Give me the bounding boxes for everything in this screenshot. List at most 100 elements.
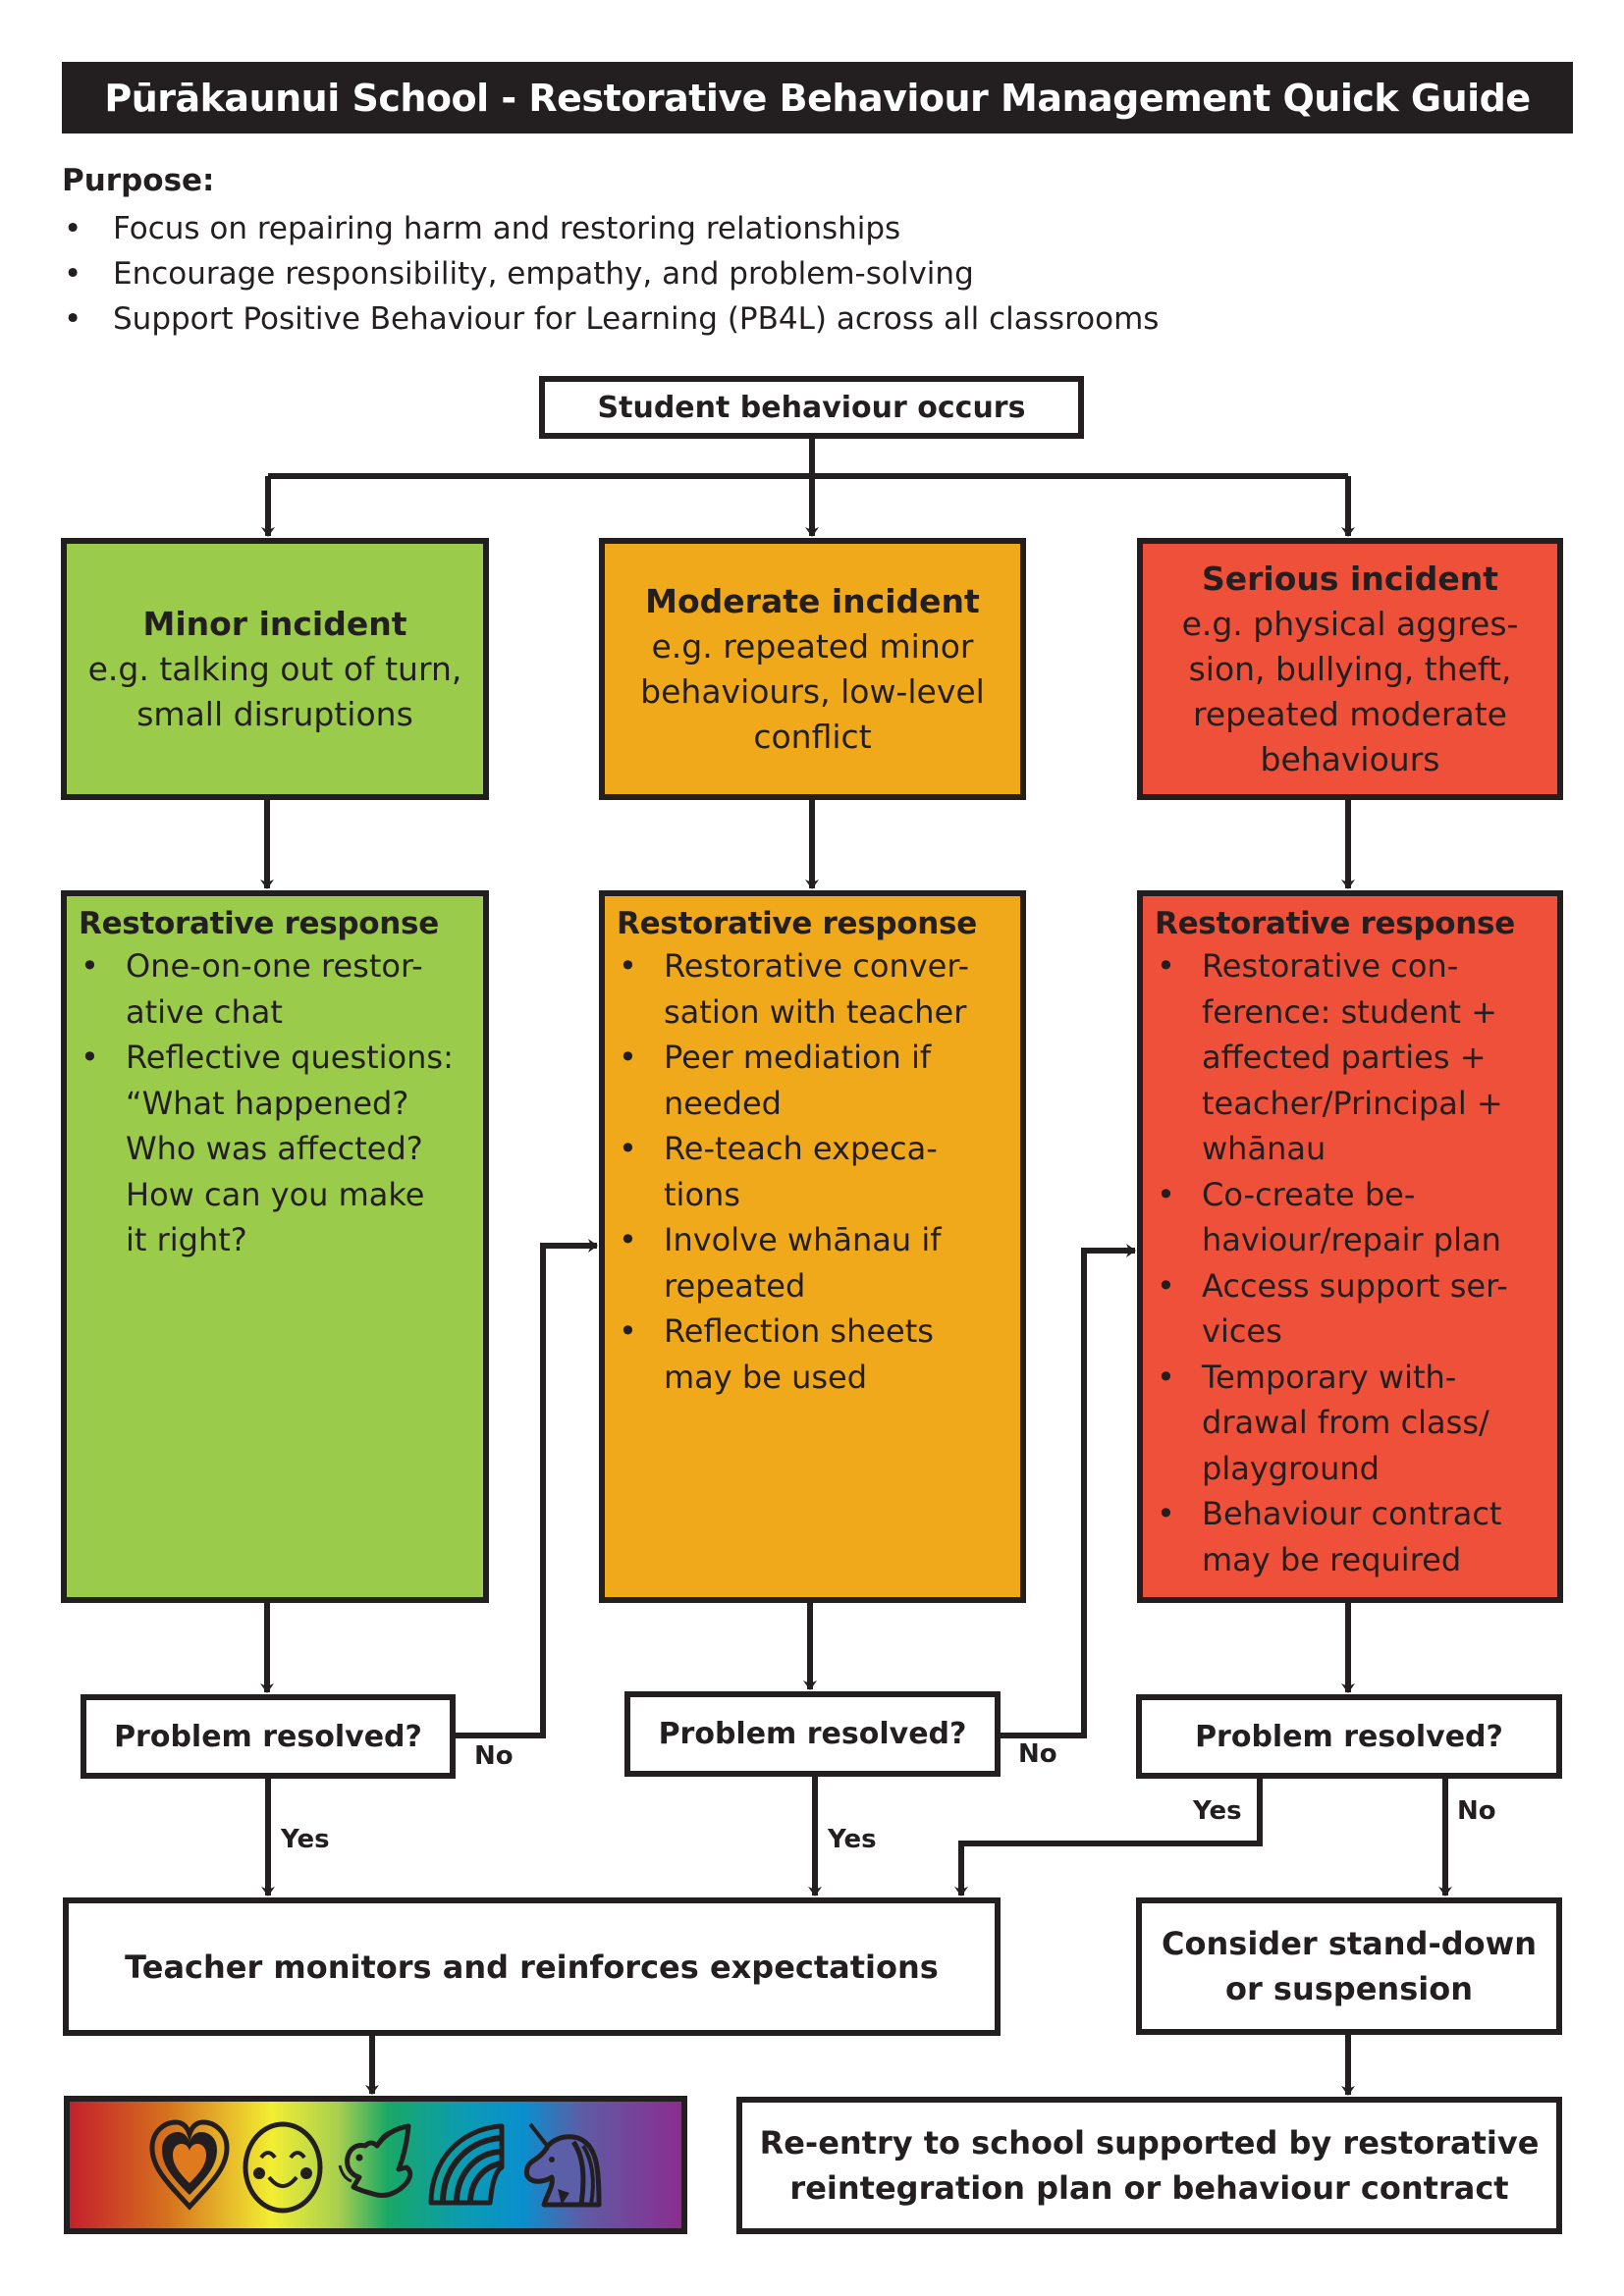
response-item: Co-create be- haviour/repair plan <box>1155 1172 1547 1263</box>
teacher-monitors-node: Teacher monitors and reinforces expectat… <box>63 1897 1001 2036</box>
response-item: Involve whānau if repeated <box>617 1217 1010 1308</box>
teacher-monitors-label: Teacher monitors and reinforces expectat… <box>125 1948 939 1986</box>
moderate-yes-label: Yes <box>828 1825 877 1854</box>
response-line: may be used <box>664 1358 868 1396</box>
response-line: Co-create be- <box>1202 1175 1416 1213</box>
response-list: One-on-one restor- ative chat Reflective… <box>79 943 473 1263</box>
response-item: Re-teach expeca- tions <box>617 1126 1010 1217</box>
serious-response-node: Restorative response Restorative con- fe… <box>1137 890 1563 1603</box>
response-line: ative chat <box>126 992 283 1031</box>
decision-label: Problem resolved? <box>658 1717 967 1751</box>
decision-label: Problem resolved? <box>114 1719 422 1754</box>
response-line: may be required <box>1202 1540 1462 1578</box>
rainbow-icon-banner <box>64 2096 687 2234</box>
response-item: Behaviour contract may be required <box>1155 1491 1547 1582</box>
response-item: Restorative conver- sation with teacher <box>617 943 1010 1035</box>
response-line: Who was affected? <box>126 1130 423 1167</box>
incident-example-line: e.g. talking out of turn, <box>87 649 462 688</box>
response-line: ference: student + <box>1202 992 1497 1031</box>
response-heading: Restorative response <box>79 906 439 941</box>
decision-label: Problem resolved? <box>1195 1719 1503 1754</box>
response-list: Restorative conver- sation with teacher … <box>617 943 1010 1400</box>
purpose-heading: Purpose: <box>62 163 215 198</box>
response-item: One-on-one restor- ative chat <box>79 943 473 1035</box>
incident-example-line: repeated moderate <box>1193 694 1507 733</box>
incident-example-line: small disruptions <box>136 694 413 733</box>
serious-yes-label: Yes <box>1193 1796 1242 1826</box>
response-line: Peer mediation if <box>664 1039 932 1076</box>
response-line: repeated <box>664 1266 806 1305</box>
minor-incident-node: Minor incident e.g. talking out of turn,… <box>61 538 489 800</box>
response-line: Involve whānau if <box>664 1221 942 1258</box>
response-line: it right? <box>126 1221 247 1258</box>
incident-name: Minor incident <box>142 604 407 643</box>
response-line: vices <box>1202 1312 1282 1350</box>
moderate-incident-node: Moderate incident e.g. repeated minor be… <box>599 538 1026 800</box>
response-line: whānau <box>1202 1130 1326 1167</box>
response-line: Access support ser- <box>1202 1266 1508 1305</box>
response-heading: Restorative response <box>617 906 977 941</box>
response-line: needed <box>664 1084 782 1122</box>
moderate-decision-node: Problem resolved? <box>624 1691 1001 1777</box>
reentry-line: Re-entry to school supported by restorat… <box>759 2124 1540 2162</box>
dove-icon <box>339 2123 413 2198</box>
moderate-no-label: No <box>1018 1739 1057 1769</box>
smiling-face-icon <box>243 2121 323 2213</box>
minor-yes-label: Yes <box>281 1825 330 1854</box>
response-item: Temporary with- drawal from class/ playg… <box>1155 1355 1547 1492</box>
response-line: Re-teach expeca- <box>664 1130 938 1167</box>
reentry-node: Re-entry to school supported by restorat… <box>736 2097 1562 2234</box>
connector-moderate-no-to-serious <box>1001 1244 1136 1738</box>
purpose-list: Focus on repairing harm and restoring re… <box>62 206 1159 342</box>
response-heading: Restorative response <box>1155 906 1515 941</box>
incident-example-line: conflict <box>753 717 872 756</box>
response-line: tions <box>664 1175 740 1213</box>
serious-incident-node: Serious incident e.g. physical aggres- s… <box>1137 538 1563 800</box>
response-line: sation with teacher <box>664 992 967 1031</box>
connector-minor-no-to-moderate <box>456 1239 598 1738</box>
start-node-label: Student behaviour occurs <box>597 390 1026 425</box>
response-line: How can you make <box>126 1175 425 1213</box>
page-title-text: Pūrākaunui School - Restorative Behaviou… <box>104 76 1531 120</box>
serious-decision-node: Problem resolved? <box>1136 1694 1562 1779</box>
minor-no-label: No <box>474 1741 514 1771</box>
response-item: Peer mediation if needed <box>617 1035 1010 1126</box>
incident-example-line: sion, bullying, theft, <box>1188 649 1512 688</box>
incident-name: Serious incident <box>1202 559 1498 598</box>
connector-serious-yes <box>954 1779 1263 1896</box>
minor-decision-node: Problem resolved? <box>81 1694 456 1779</box>
incident-example-line: behaviours <box>1260 739 1440 778</box>
moderate-response-node: Restorative response Restorative conver-… <box>599 890 1026 1603</box>
stand-down-line: or suspension <box>1225 1970 1473 2007</box>
page-title: Pūrākaunui School - Restorative Behaviou… <box>62 62 1573 133</box>
response-line: Restorative con- <box>1202 947 1459 985</box>
incident-name: Moderate incident <box>645 581 980 620</box>
response-item: Restorative con- ference: student + affe… <box>1155 943 1547 1172</box>
purpose-item: Encourage responsibility, empathy, and p… <box>62 251 1159 296</box>
start-node: Student behaviour occurs <box>539 376 1084 439</box>
stand-down-node: Consider stand-down or suspension <box>1136 1897 1562 2035</box>
response-line: drawal from class/ <box>1202 1404 1489 1441</box>
response-line: Reflective questions: <box>126 1039 454 1076</box>
response-line: Reflection sheets <box>664 1312 934 1350</box>
incident-example-line: e.g. repeated minor <box>651 626 974 666</box>
response-line: haviour/repair plan <box>1202 1221 1501 1258</box>
response-item: Access support ser- vices <box>1155 1263 1547 1355</box>
response-line: teacher/Principal + <box>1202 1084 1503 1122</box>
purpose-item: Support Positive Behaviour for Learning … <box>62 296 1159 342</box>
response-line: Temporary with- <box>1202 1358 1457 1396</box>
reentry-line: reintegration plan or behaviour contract <box>789 2169 1509 2207</box>
response-item: Reflection sheets may be used <box>617 1308 1010 1400</box>
purpose-item: Focus on repairing harm and restoring re… <box>62 206 1159 251</box>
response-line: Restorative conver- <box>664 947 970 985</box>
serious-no-label: No <box>1457 1796 1496 1826</box>
response-line: affected parties + <box>1202 1039 1487 1076</box>
rainbow-icon <box>428 2123 505 2205</box>
heart-icon <box>149 2118 230 2211</box>
response-line: “What happened? <box>126 1084 409 1122</box>
response-line: playground <box>1202 1449 1380 1487</box>
incident-example-line: behaviours, low-level <box>640 671 985 711</box>
response-list: Restorative con- ference: student + affe… <box>1155 943 1547 1582</box>
response-line: Behaviour contract <box>1202 1495 1502 1532</box>
